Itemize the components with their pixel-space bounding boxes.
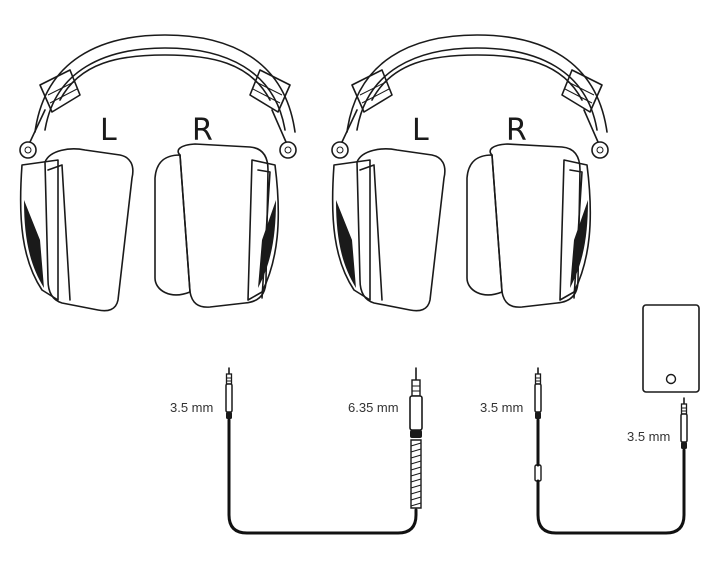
audio-jack-3-5mm-icon xyxy=(680,397,688,450)
right-side-label: R xyxy=(506,113,527,148)
inline-connector xyxy=(534,464,542,482)
jack-3-5mm-label: 3.5 mm xyxy=(480,400,523,415)
headphones-left-illustration: L R xyxy=(19,34,297,312)
right-side-label: R xyxy=(192,113,213,148)
cable-3-5-to-3-5: 3.5 mm 3.5 mm xyxy=(480,304,700,535)
headphones-right-illustration: L R xyxy=(331,34,609,312)
audio-device-icon xyxy=(642,304,700,393)
audio-jack-3-5mm-icon xyxy=(534,367,542,420)
left-side-label: L xyxy=(412,113,429,148)
audio-jack-6-35mm-icon xyxy=(409,367,423,509)
left-side-label: L xyxy=(100,113,117,148)
cable-3-5-to-6-35: 3.5 mm 6.35 mm xyxy=(170,367,423,535)
jack-3-5mm-label: 3.5 mm xyxy=(170,400,213,415)
jack-3-5mm-label: 3.5 mm xyxy=(627,429,670,444)
audio-jack-3-5mm-icon xyxy=(225,367,233,420)
jack-6-35mm-label: 6.35 mm xyxy=(348,400,399,415)
